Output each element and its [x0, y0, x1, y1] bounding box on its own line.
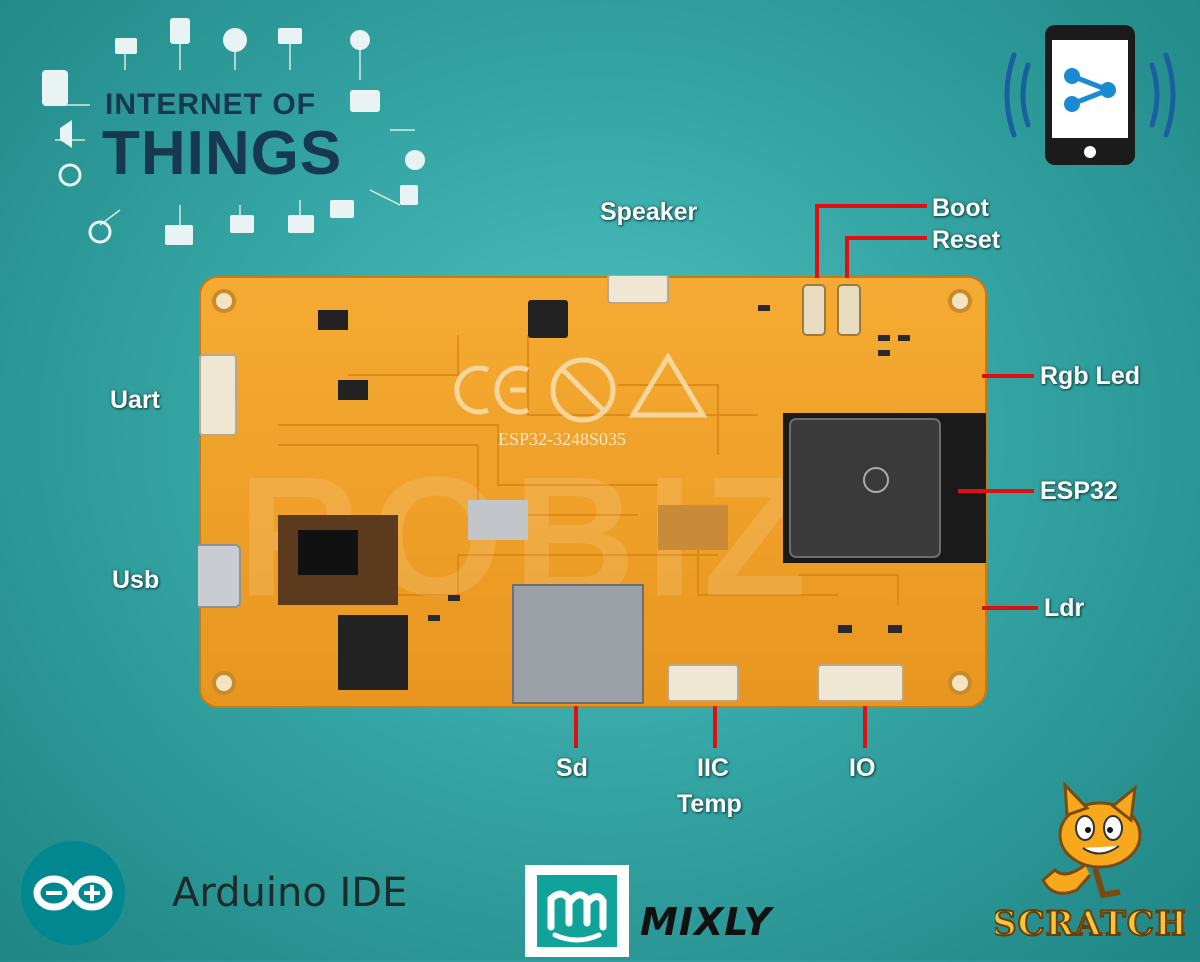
scratch-cat-logo: SCRATCH — [995, 780, 1185, 945]
label-ldr: Ldr — [1044, 594, 1085, 622]
label-iic: IIC — [697, 754, 729, 782]
ldr-pointer — [982, 606, 1038, 610]
iot-title-line1: INTERNET OF — [105, 88, 316, 121]
arduino-ide-label: Arduino IDE — [172, 870, 408, 916]
label-temp: Temp — [677, 790, 742, 818]
iic-pointer — [713, 706, 717, 748]
boot-pointer-h — [815, 204, 927, 208]
phone-ripple-icon — [1004, 25, 1176, 165]
label-uart: Uart — [110, 386, 161, 414]
boot-pointer-v — [815, 204, 819, 278]
label-speaker: Speaker — [600, 198, 698, 226]
iot-title-line2: THINGS — [102, 119, 343, 188]
label-reset: Reset — [932, 226, 1001, 254]
rgb-led-pointer — [982, 374, 1034, 378]
label-rgb-led: Rgb Led — [1040, 362, 1140, 390]
io-pointer — [863, 706, 867, 748]
label-sd: Sd — [556, 754, 588, 782]
arduino-icon — [21, 841, 125, 945]
label-boot: Boot — [932, 194, 989, 222]
esp32-board: ESP32-3248S035 ROBIZ — [198, 275, 987, 708]
scratch-label: SCRATCH — [995, 904, 1185, 944]
mixly-icon — [525, 865, 629, 957]
reset-pointer-h — [845, 236, 927, 240]
label-esp32: ESP32 — [1040, 477, 1118, 505]
esp32-pointer — [958, 489, 1034, 493]
sd-pointer — [574, 706, 578, 748]
iot-logo — [42, 18, 425, 245]
reset-pointer-v — [845, 236, 849, 278]
label-usb: Usb — [112, 566, 160, 594]
mixly-label: MIXLY — [640, 900, 773, 944]
label-io: IO — [849, 754, 876, 782]
board-silkscreen: ESP32-3248S035 — [498, 429, 626, 449]
